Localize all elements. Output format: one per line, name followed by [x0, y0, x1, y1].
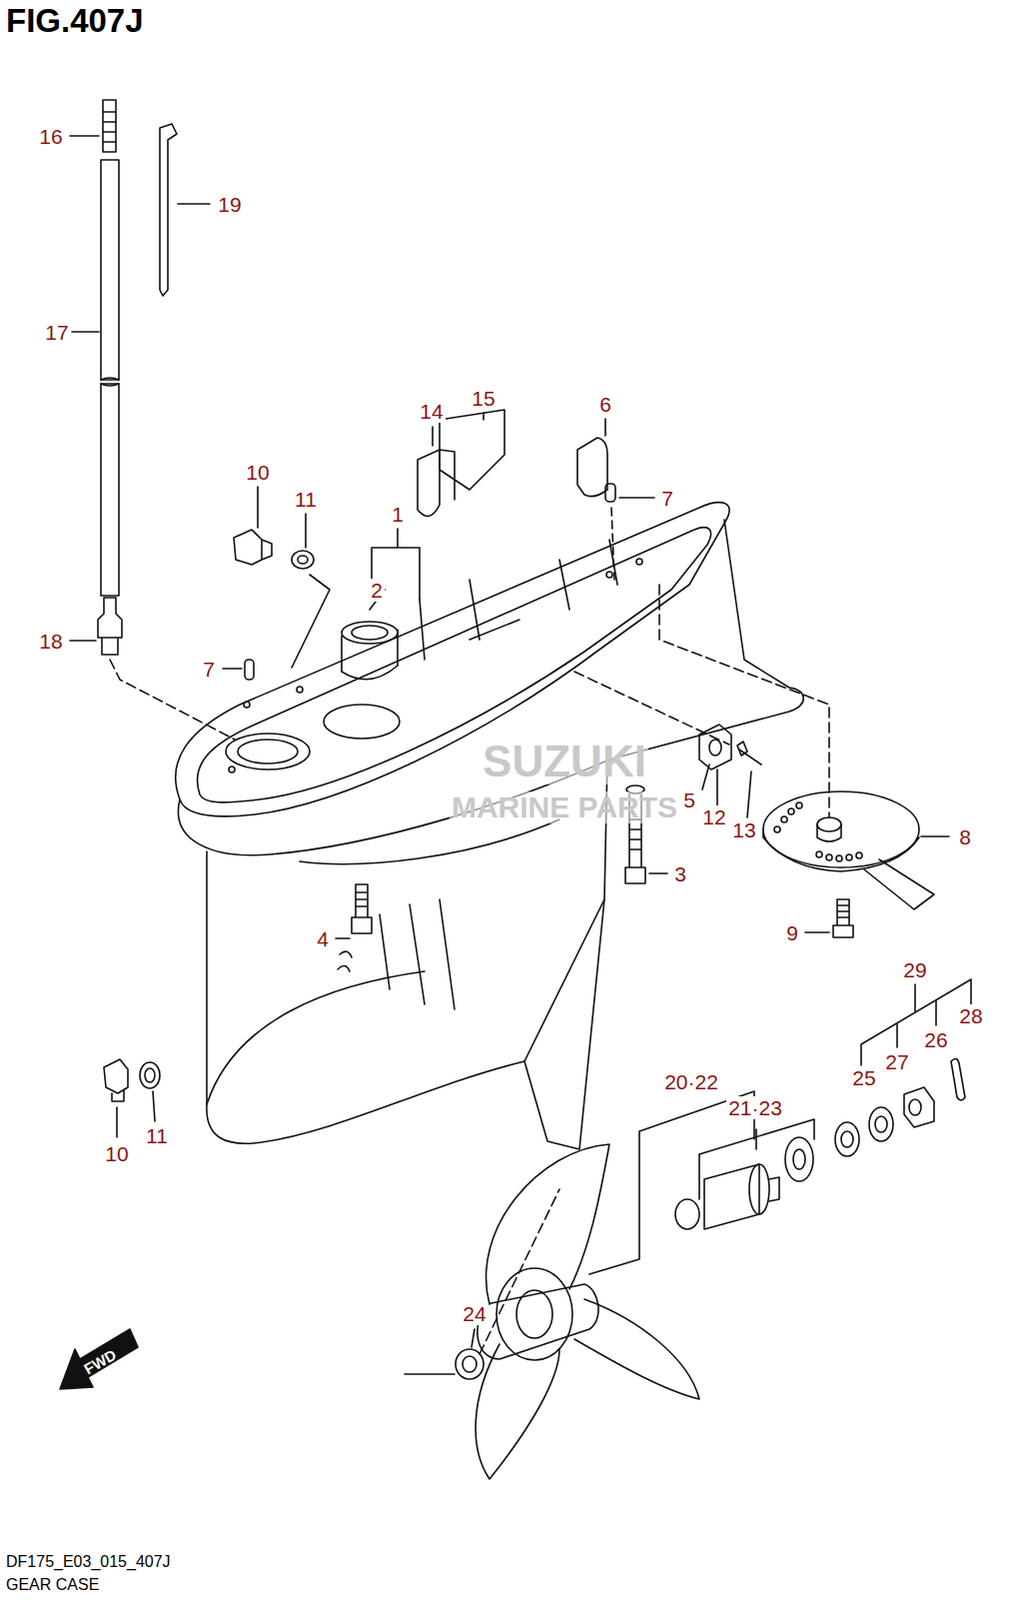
callout-number: 13 — [730, 818, 758, 842]
callout-number: 10 — [243, 460, 271, 484]
watermark: SUZUKI — [480, 738, 649, 785]
callout-number: 20·22 — [662, 1069, 721, 1093]
callout-number: 1 — [389, 502, 406, 526]
callout-number: 16 — [36, 124, 64, 148]
callout-number: 27 — [883, 1049, 911, 1073]
callout-number: 18 — [36, 629, 64, 653]
callout-number: 26 — [922, 1027, 950, 1051]
callout-number: 9 — [784, 921, 801, 945]
callout-number: 12 — [700, 805, 728, 829]
callout-number: 29 — [901, 958, 929, 982]
callout-number: 6 — [597, 392, 614, 416]
callout-number: 25 — [850, 1065, 878, 1089]
callout-number: 8 — [957, 825, 974, 849]
figure-code: DF175_E03_015_407J — [5, 1553, 171, 1570]
watermark: MARINE PARTS — [449, 791, 680, 824]
callout-number: 10 — [102, 1141, 130, 1165]
callout-number: 4 — [314, 927, 331, 951]
callout-number: 11 — [292, 487, 319, 511]
callout-number: 17 — [42, 320, 70, 344]
callout-number: 11 — [143, 1123, 170, 1147]
callout-number: 19 — [215, 192, 243, 216]
figure-caption: GEAR CASE — [5, 1576, 99, 1593]
callout-number: 5 — [681, 788, 698, 812]
figure-title: FIG.407J — [5, 3, 144, 37]
callout-number: 21·23 — [726, 1095, 785, 1119]
callout-number: 3 — [672, 862, 689, 886]
callout-number: 7 — [200, 657, 217, 681]
callout-number: 28 — [957, 1004, 985, 1027]
callout-number: 14 — [417, 399, 445, 423]
callout-number: 24 — [460, 1301, 488, 1325]
callout-number: 2 — [368, 578, 385, 602]
callout-number: 7 — [659, 486, 676, 510]
callout-number: 15 — [469, 386, 497, 410]
